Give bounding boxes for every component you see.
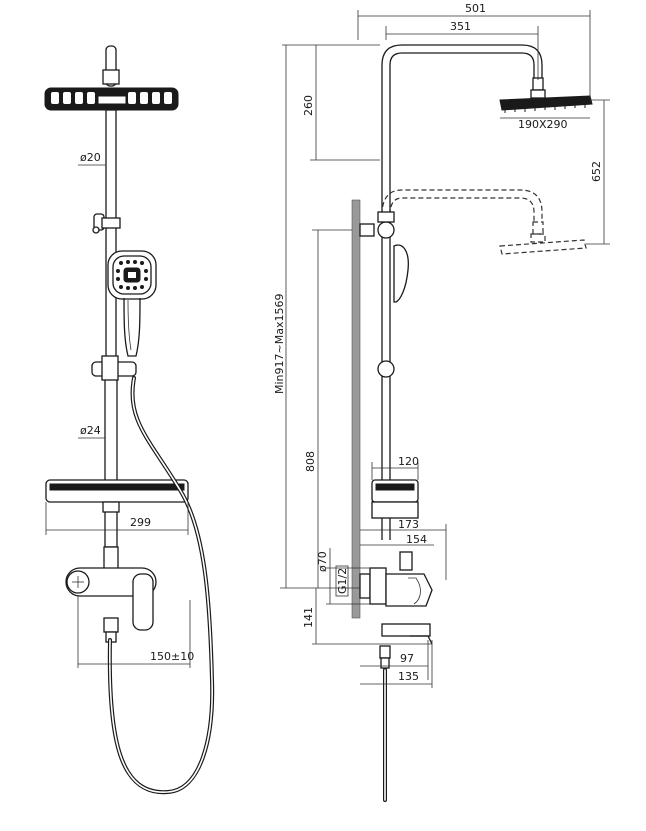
dim-thread: G1/2: [336, 568, 349, 594]
dim-spout-reach-a: 97: [400, 652, 414, 665]
dim-spout-height: 141: [302, 607, 315, 628]
dim-spout-reach-b: 135: [398, 670, 419, 683]
dim-pipe-diameter-upper: ø20: [80, 151, 101, 164]
side-shelf: [371, 479, 419, 519]
dim-height-adjustment: 652: [590, 161, 603, 182]
dim-total-height: Min917~Max1569: [273, 294, 286, 394]
front-view: ø20 ø24 299 150±10: [44, 45, 215, 795]
dim-valve-centres: 150±10: [150, 650, 194, 663]
dim-shelf-width: 299: [130, 516, 151, 529]
lowered-head-dashed: [499, 239, 587, 255]
riser-pipe-upper: [105, 109, 117, 371]
dim-overall-width: 501: [465, 2, 486, 15]
dim-pipe-diameter-lower: ø24: [80, 424, 101, 437]
front-shelf: [45, 479, 189, 513]
dim-arm-reach: 351: [450, 20, 471, 33]
side-mixer: [359, 551, 433, 669]
riser-pipe-lower: [104, 371, 118, 548]
side-slider-knob: [377, 360, 395, 378]
dim-arm-height: 260: [302, 95, 315, 116]
dim-mixer-depth-a: 173: [398, 518, 419, 531]
wall: [351, 199, 361, 619]
upper-wall-bracket: [92, 213, 121, 234]
sliding-bracket: [91, 355, 137, 381]
dim-flange-diameter: ø70: [316, 551, 329, 572]
side-hand-shower: [393, 244, 409, 303]
lowered-arm-dashed: [381, 189, 543, 222]
side-riser-arm: [381, 44, 543, 540]
dim-mixer-depth-b: 154: [406, 533, 427, 546]
dim-shelf-depth: 120: [398, 455, 419, 468]
overhead-shower-head: [44, 87, 179, 111]
side-upper-bracket: [359, 211, 395, 239]
front-mixer: [65, 546, 157, 643]
side-view: 501 351 260 190X290 652 Min917~Max1569 8…: [273, 2, 610, 802]
side-shower-head: [499, 77, 593, 113]
dim-head-size: 190X290: [518, 118, 568, 131]
hand-shower: [107, 250, 157, 357]
dim-mixer-to-bracket: 808: [304, 451, 317, 472]
